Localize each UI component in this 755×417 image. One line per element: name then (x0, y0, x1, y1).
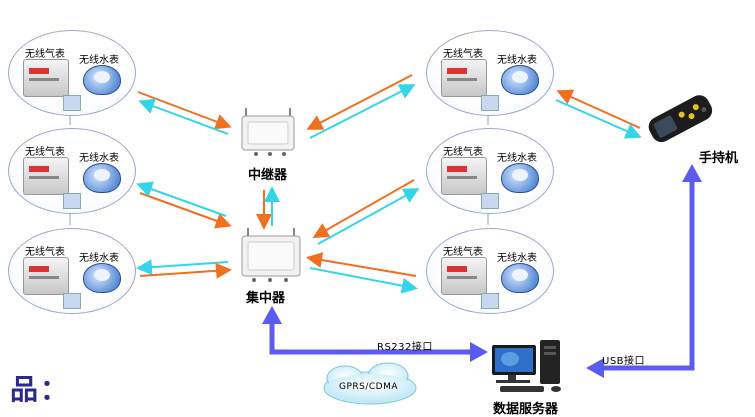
wireless-arrow (312, 179, 415, 238)
meter-group: 无线气表 无线水表 (426, 228, 554, 314)
meter-group: 无线气表 无线水表 (426, 128, 554, 214)
wireless-arrow (309, 267, 418, 294)
radio-tag-icon (481, 95, 499, 111)
water-meter-icon (83, 65, 121, 95)
rs232-label: RS232接口 (377, 342, 433, 353)
concentrator-device (241, 228, 301, 282)
server-label: 数据服务器 (493, 402, 559, 417)
gas-meter-label: 无线气表 (443, 49, 483, 60)
wireless-arrow (137, 91, 232, 130)
footer-text: 品： (10, 373, 71, 406)
gas-meter-label: 无线气表 (443, 247, 483, 258)
wireless-arrow (136, 259, 229, 276)
handheld-device (648, 95, 713, 143)
gas-meter-icon (23, 59, 69, 97)
radio-tag-icon (63, 293, 81, 309)
repeater-label: 中继器 (248, 168, 288, 183)
meter-group: 无线气表 无线水表 (426, 30, 554, 116)
concentrator-label: 集中器 (246, 291, 286, 306)
arrow-head-up (262, 306, 282, 324)
water-meter-icon (83, 163, 121, 193)
radio-tag-icon (481, 293, 499, 309)
wireless-arrow (136, 181, 227, 217)
water-meter-label: 无线水表 (79, 253, 119, 264)
wireless-arrow (317, 188, 420, 245)
usb-label: USB接口 (602, 356, 646, 367)
wireless-arrow (138, 98, 229, 135)
water-meter-icon (501, 65, 539, 95)
radio-tag-icon (63, 95, 81, 111)
gas-meter-icon (441, 59, 487, 97)
wireless-arrow (139, 192, 232, 229)
repeater-device (241, 108, 295, 156)
meter-group: 无线气表 无线水表 (8, 128, 136, 214)
wireless-arrow (306, 74, 413, 130)
radio-tag-icon (481, 193, 499, 209)
arrow-head-up (682, 164, 702, 182)
server-computer (492, 340, 561, 392)
wireless-arrow (139, 262, 232, 279)
arrow-head-right (470, 342, 488, 362)
gas-meter-icon (23, 157, 69, 195)
gas-meter-icon (441, 257, 487, 295)
gas-meter-label: 无线气表 (25, 49, 65, 60)
handheld-label: 手持机 (699, 151, 739, 166)
meter-group: 无线气表 无线水表 (8, 30, 136, 116)
gprs-cloud (323, 362, 417, 405)
water-meter-label: 无线水表 (497, 253, 537, 264)
rs232-link (269, 318, 478, 355)
wireless-arrow (556, 89, 641, 129)
water-meter-label: 无线水表 (79, 153, 119, 164)
water-meter-icon (501, 163, 539, 193)
water-meter-label: 无线水表 (79, 55, 119, 66)
wireless-arrow (309, 84, 416, 139)
gas-meter-icon (441, 157, 487, 195)
gas-meter-label: 无线气表 (443, 147, 483, 158)
meter-group: 无线气表 无线水表 (8, 228, 136, 314)
water-meter-icon (83, 263, 121, 293)
gas-meter-label: 无线气表 (25, 247, 65, 258)
gas-meter-label: 无线气表 (25, 147, 65, 158)
water-meter-label: 无线水表 (497, 153, 537, 164)
gprs-label: GPRS/CDMA (339, 382, 399, 392)
wireless-arrow (555, 99, 642, 139)
usb-link (596, 178, 695, 371)
wireless-arrow (306, 252, 417, 277)
water-meter-icon (501, 263, 539, 293)
arrow-head-left (586, 358, 604, 378)
water-meter-label: 无线水表 (497, 55, 537, 66)
radio-tag-icon (63, 193, 81, 209)
gas-meter-icon (23, 257, 69, 295)
